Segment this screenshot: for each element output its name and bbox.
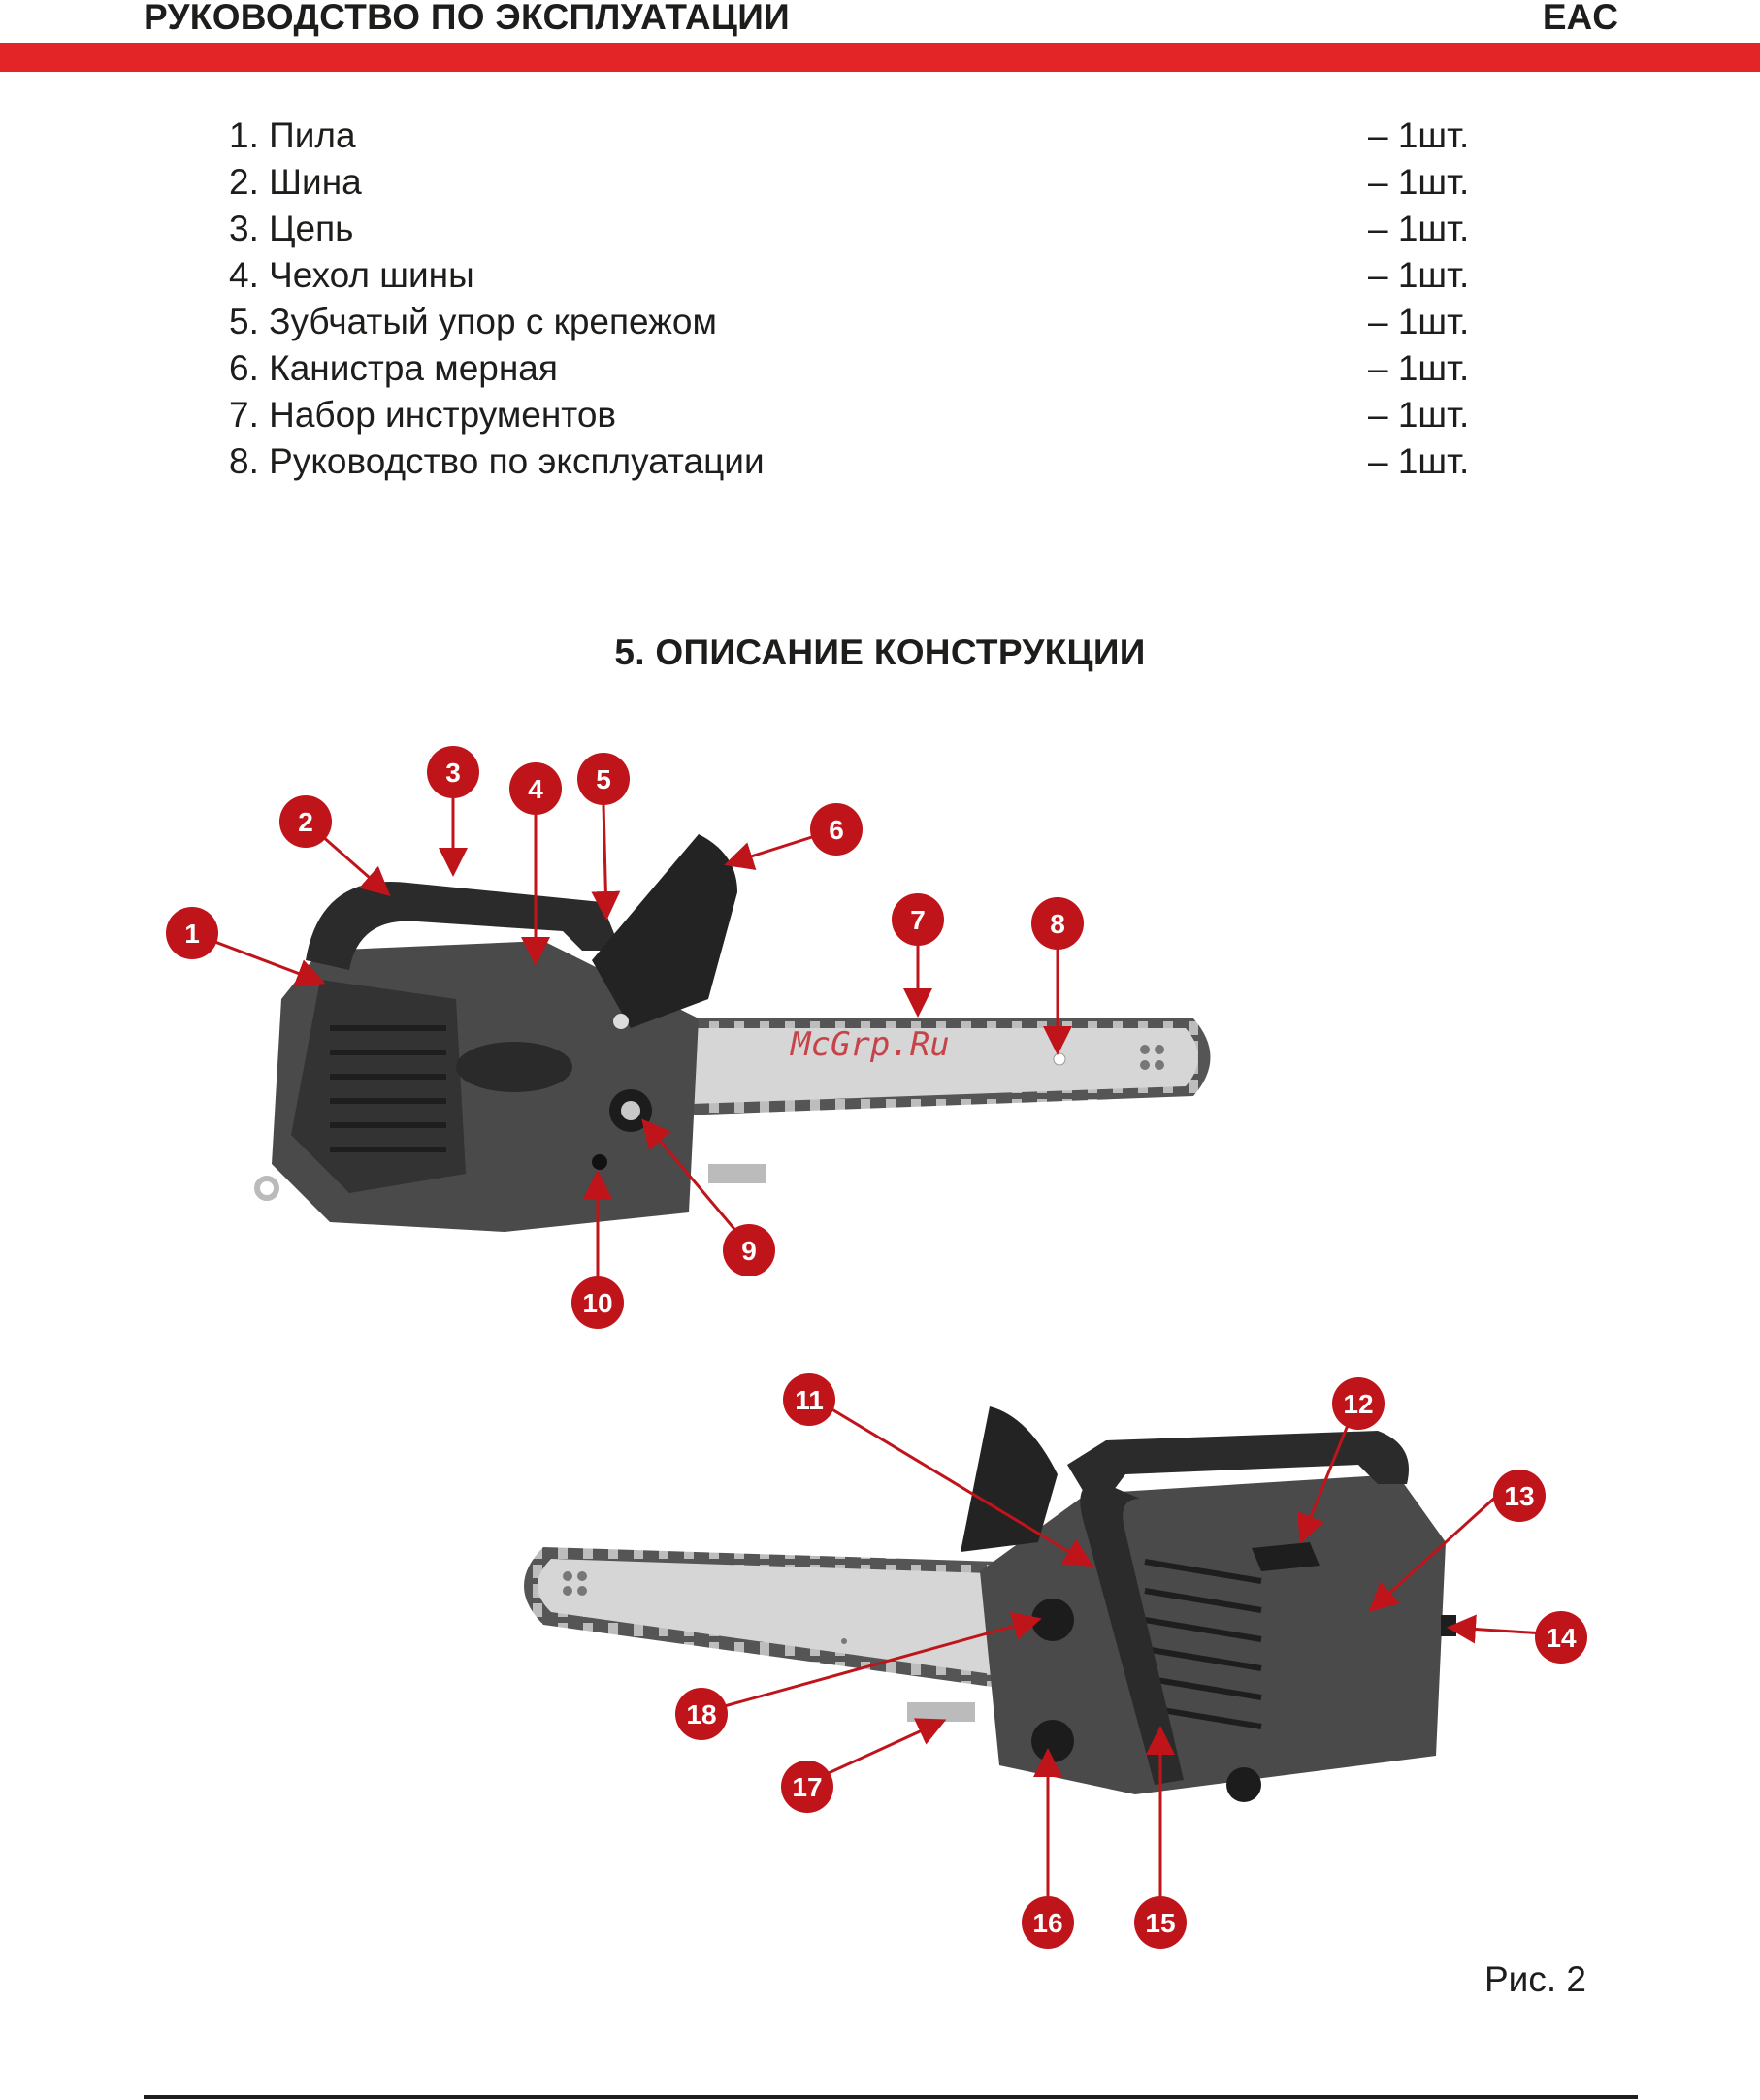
svg-text:17: 17 [792,1772,822,1802]
item-quantity: – 1шт. [1368,255,1470,295]
callout-6: 6 [810,803,863,856]
callout-13: 13 [1493,1470,1546,1522]
callout-16: 16 [1022,1896,1074,1949]
svg-text:15: 15 [1145,1908,1175,1938]
chainsaw-top-view [254,834,1211,1232]
callout-15: 15 [1134,1896,1187,1949]
item-quantity: – 1шт. [1368,162,1470,202]
section-title: 5. ОПИСАНИЕ КОНСТРУКЦИИ [614,632,1146,672]
svg-text:8: 8 [1050,909,1065,939]
svg-text:10: 10 [582,1288,612,1318]
callout-1: 1 [166,907,218,959]
package-contents-list: 1. Пила – 1шт. 2. Шина – 1шт. 3. Цепь – … [229,113,1481,485]
callout-7: 7 [892,893,944,946]
header-title: РУКОВОДСТВО ПО ЭКСПЛУАТАЦИИ [144,0,791,37]
list-item: 8. Руководство по эксплуатации – 1шт. [229,438,1481,485]
item-name: 7. Набор инструментов [229,395,617,435]
svg-text:4: 4 [528,774,543,804]
svg-text:1: 1 [184,919,200,949]
figure-caption: Рис. 2 [1484,1959,1586,1999]
callout-9: 9 [723,1224,775,1276]
footer-rule [144,2095,1638,2099]
item-name: 2. Шина [229,162,362,202]
svg-text:11: 11 [795,1385,824,1415]
item-name: 6. Канистра мерная [229,348,558,388]
callout-18: 18 [675,1688,728,1740]
svg-text:16: 16 [1032,1908,1062,1938]
list-item: 1. Пила – 1шт. [229,113,1481,159]
callout-2: 2 [279,795,332,848]
item-name: 5. Зубчатый упор с крепежом [229,302,717,341]
svg-text:7: 7 [910,905,926,935]
list-item: 3. Цепь – 1шт. [229,206,1481,252]
chainsaw-figure: McGrp.Ru [0,708,1760,1988]
item-quantity: – 1шт. [1368,348,1470,388]
callout-10: 10 [571,1276,624,1329]
item-quantity: – 1шт. [1368,302,1470,341]
item-quantity: – 1шт. [1368,115,1470,155]
item-name: 4. Чехол шины [229,255,474,295]
item-quantity: – 1шт. [1368,395,1470,435]
callout-3: 3 [427,746,479,798]
item-name: 1. Пила [229,115,356,155]
item-quantity: – 1шт. [1368,209,1470,248]
callout-4: 4 [509,762,562,815]
item-quantity: – 1шт. [1368,441,1470,481]
item-name: 3. Цепь [229,209,354,248]
list-item: 2. Шина – 1шт. [229,159,1481,206]
svg-text:13: 13 [1504,1481,1534,1511]
svg-text:18: 18 [686,1699,716,1729]
header-red-bar [0,43,1760,72]
svg-text:2: 2 [298,807,313,837]
svg-text:9: 9 [741,1236,757,1266]
list-item: 5. Зубчатый упор с крепежом – 1шт. [229,299,1481,345]
list-item: 6. Канистра мерная – 1шт. [229,345,1481,392]
item-name: 8. Руководство по эксплуатации [229,441,765,481]
svg-text:12: 12 [1343,1389,1373,1419]
svg-text:5: 5 [596,764,611,794]
list-item: 7. Набор инструментов – 1шт. [229,392,1481,438]
chainsaw-bottom-view [524,1406,1456,1802]
svg-text:3: 3 [445,758,461,788]
callout-5: 5 [577,753,630,805]
list-item: 4. Чехол шины – 1шт. [229,252,1481,299]
callout-11: 11 [783,1373,835,1426]
svg-text:6: 6 [829,815,844,845]
svg-text:14: 14 [1546,1623,1577,1653]
chainsaw-illustration: McGrp.Ru [166,746,1587,1949]
eac-mark: EAC [1542,0,1618,37]
callout-17: 17 [781,1761,833,1813]
callout-12: 12 [1332,1377,1385,1430]
callout-8: 8 [1031,897,1084,950]
callout-14: 14 [1535,1611,1587,1664]
callout-badges: 1 2 3 4 5 6 7 8 9 10 11 12 13 14 15 16 1… [166,746,1587,1949]
watermark: McGrp.Ru [790,1025,950,1064]
page-header: РУКОВОДСТВО ПО ЭКСПЛУАТАЦИИ EAC [0,0,1760,78]
